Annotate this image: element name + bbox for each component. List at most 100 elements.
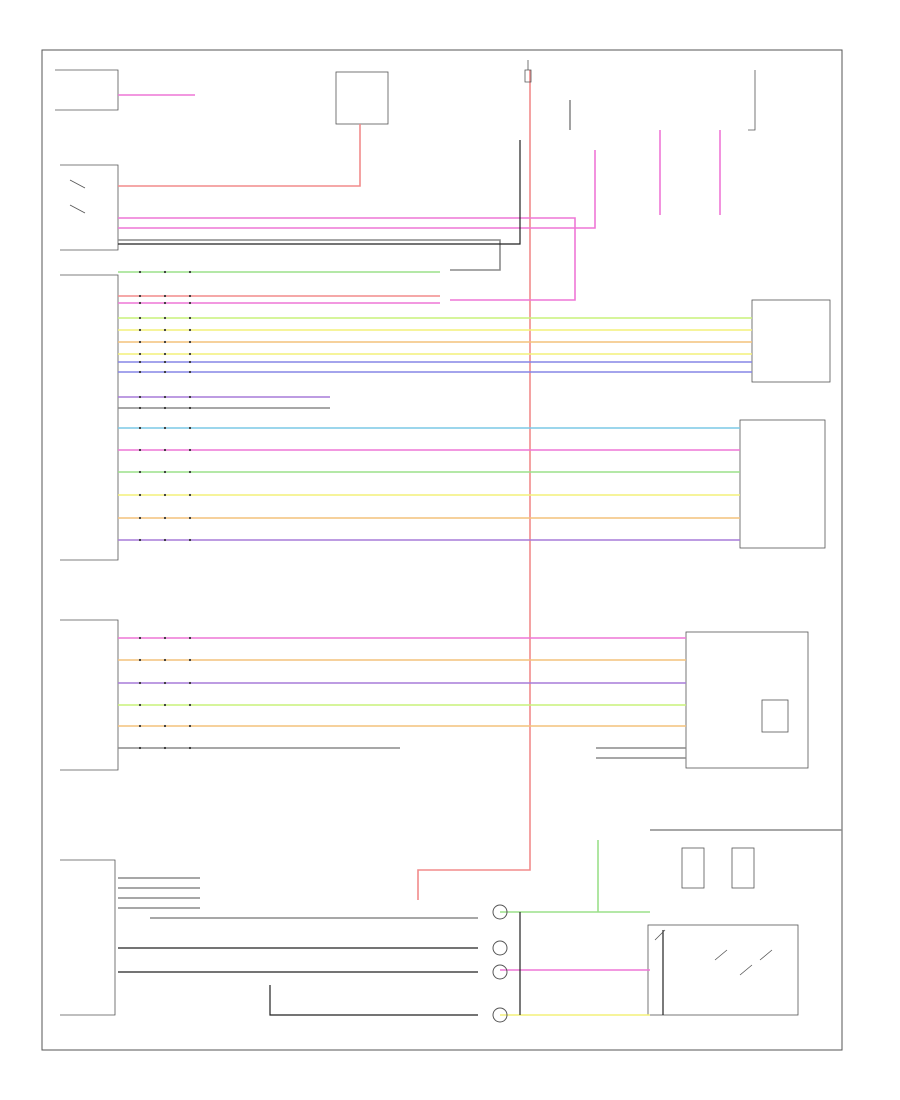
terminal-dot [163, 538, 167, 542]
output-shaft-sensor-box [685, 631, 809, 769]
steering-wheel-controls-box [60, 859, 116, 1016]
terminal-dot [163, 294, 167, 298]
terminal-dot [138, 352, 142, 356]
terminal-dot [188, 328, 192, 332]
terminal-dot [163, 681, 167, 685]
clockspring-terminal [492, 964, 508, 980]
clockspring-terminal [492, 904, 508, 920]
terminal-dot [138, 370, 142, 374]
terminal-dot [163, 328, 167, 332]
terminal-dot [188, 294, 192, 298]
terminal-dot [138, 328, 142, 332]
pcm-connector-box [60, 274, 119, 561]
relay-box-right [681, 847, 705, 889]
instrument-cluster-box [739, 419, 826, 549]
terminal-dot [163, 703, 167, 707]
terminal-dot [138, 724, 142, 728]
terminal-dot [188, 340, 192, 344]
terminal-dot [163, 340, 167, 344]
terminal-dot [138, 270, 142, 274]
terminal-dot [163, 352, 167, 356]
terminal-dot [163, 426, 167, 430]
terminal-dot [138, 658, 142, 662]
wire-gray [118, 239, 501, 271]
wire-group [118, 70, 842, 1016]
terminal-dot [188, 395, 192, 399]
fuse-symbols [69, 60, 773, 976]
terminal-dot [163, 395, 167, 399]
terminal-dot [138, 746, 142, 750]
terminal-dot [188, 724, 192, 728]
terminal-dot [163, 448, 167, 452]
wire-red [118, 124, 361, 187]
small-relay-box [761, 699, 789, 733]
terminal-dot [163, 636, 167, 640]
terminal-dot [188, 516, 192, 520]
component-boxes [55, 69, 831, 1016]
terminal-dot [188, 448, 192, 452]
terminal-dot [163, 270, 167, 274]
wire-red [417, 70, 531, 900]
terminal-dot [138, 360, 142, 364]
terminal-dot [188, 746, 192, 750]
terminal-dot [163, 493, 167, 497]
terminal-dot [163, 316, 167, 320]
terminal-dot [188, 316, 192, 320]
terminal-dot [188, 301, 192, 305]
terminal-dot [138, 301, 142, 305]
relay-box-right-2 [731, 847, 755, 889]
terminal-dot [163, 301, 167, 305]
wire-pink [118, 217, 576, 301]
terminal-dot [138, 406, 142, 410]
terminal-dot [188, 426, 192, 430]
terminal-dot [138, 470, 142, 474]
terminal-dot [188, 538, 192, 542]
terminal-dot [188, 658, 192, 662]
terminal-dot [163, 516, 167, 520]
clockspring-terminal [492, 940, 508, 956]
terminal-dot [188, 681, 192, 685]
terminal-dot [163, 406, 167, 410]
terminal-dot [163, 746, 167, 750]
top-right-bracket [748, 70, 756, 131]
terminal-dot [188, 406, 192, 410]
terminal-dot [188, 636, 192, 640]
wire-black [118, 140, 521, 245]
terminal-dot [188, 493, 192, 497]
terminal-group [138, 270, 508, 1023]
terminal-dot [138, 316, 142, 320]
clockspring-terminal [492, 1007, 508, 1023]
terminal-dot [138, 703, 142, 707]
terminal-dot [138, 426, 142, 430]
terminal-dot [163, 470, 167, 474]
terminal-dot [163, 724, 167, 728]
terminal-dot [163, 658, 167, 662]
terminal-dot [138, 340, 142, 344]
terminal-dot [138, 516, 142, 520]
terminal-dot [138, 636, 142, 640]
switch-contact-icon [69, 179, 86, 214]
sensor-box-right-top [751, 299, 831, 383]
terminal-dot [138, 493, 142, 497]
switch-contact-icon [654, 929, 773, 976]
terminal-dot [188, 370, 192, 374]
terminal-dot [138, 294, 142, 298]
fuse-box-top [335, 71, 389, 125]
terminal-dot [188, 360, 192, 364]
terminal-dot [163, 370, 167, 374]
terminal-dot [188, 703, 192, 707]
top-left-connector-box [55, 69, 119, 111]
wire-black [269, 985, 478, 1016]
terminal-dot [138, 681, 142, 685]
wire-pink [118, 150, 596, 229]
diagram-frame [41, 49, 843, 1051]
terminal-dot [138, 395, 142, 399]
terminal-dot [188, 470, 192, 474]
terminal-dot [163, 360, 167, 364]
pcm-connector-box-lower [60, 619, 119, 771]
switch-box-left [60, 164, 119, 251]
terminal-dot [138, 448, 142, 452]
terminal-dot [138, 538, 142, 542]
clockspring-box [647, 924, 799, 1016]
